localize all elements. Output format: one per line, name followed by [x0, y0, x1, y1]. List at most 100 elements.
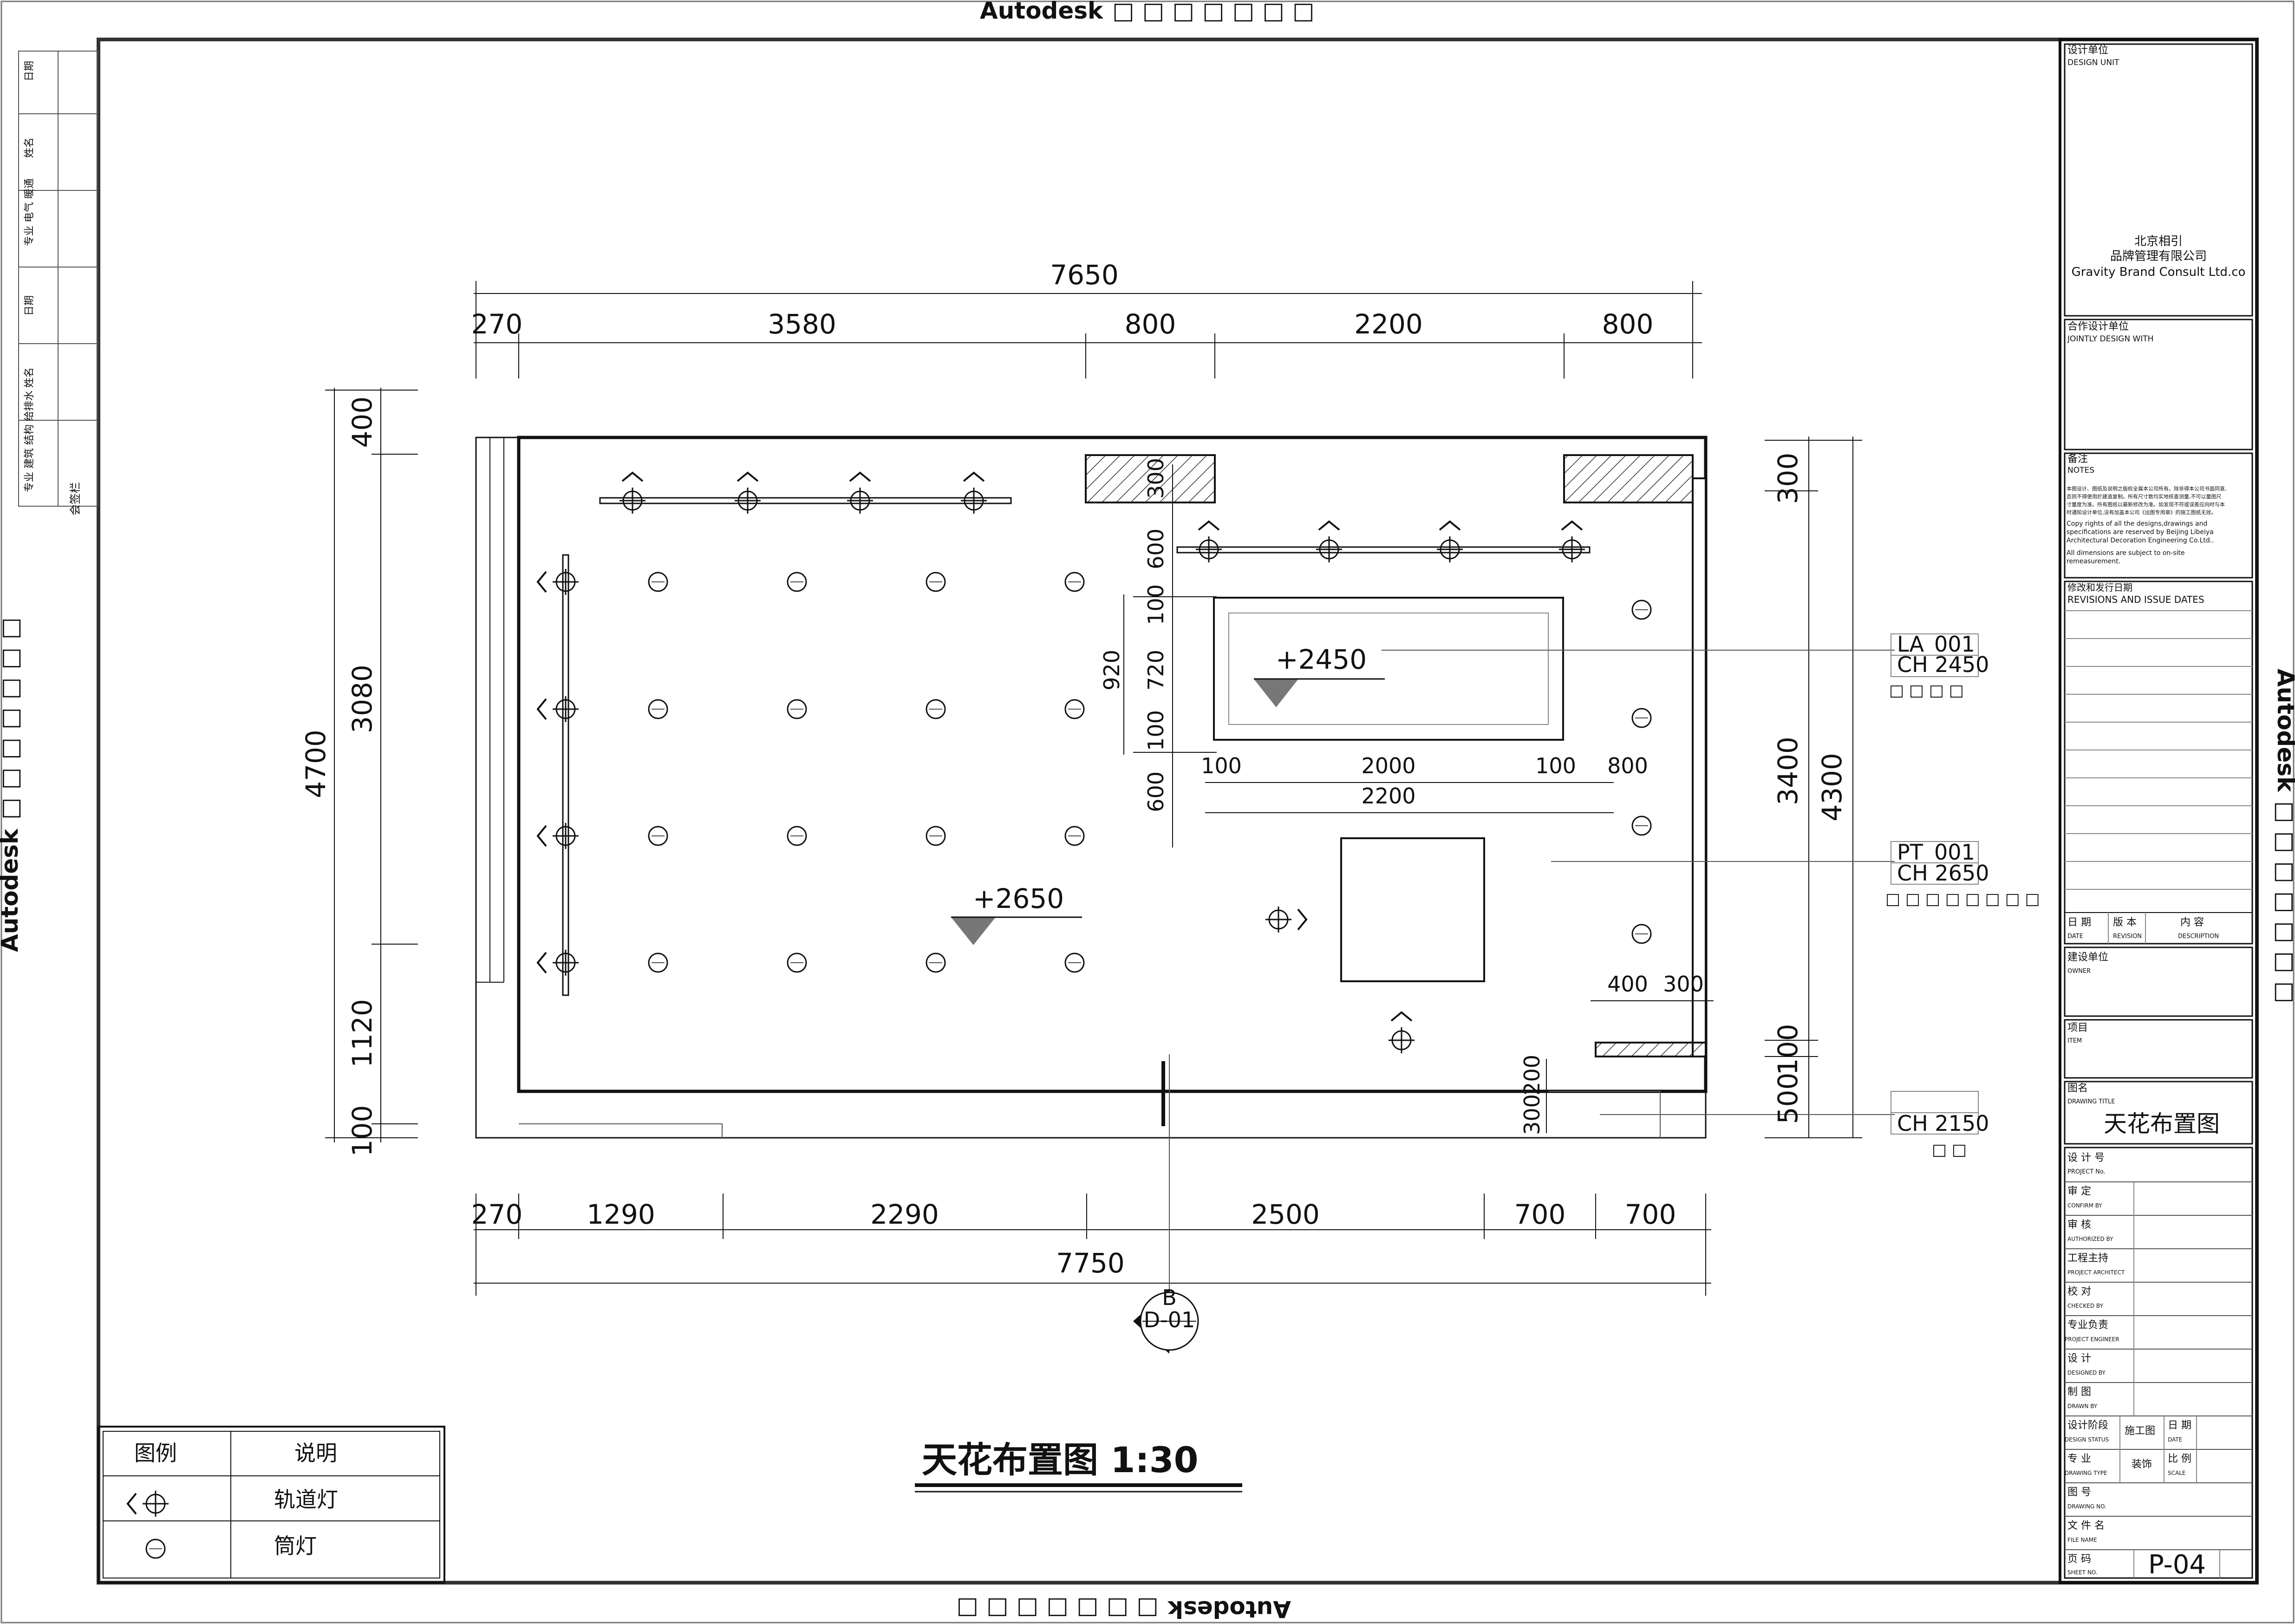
svg-text:Architectural Decoration Engin: Architectural Decoration Engineering Co.… — [2067, 537, 2214, 544]
downlight-icon — [1064, 826, 1085, 846]
svg-text:100: 100 — [346, 1105, 378, 1157]
signoff-cell-3: 专业 电气 暖通 — [24, 178, 35, 246]
svg-text:AUTHORIZED BY: AUTHORIZED BY — [2067, 1236, 2113, 1242]
downlight-icon — [1064, 952, 1085, 973]
svg-text:800: 800 — [1125, 308, 1176, 340]
downlight-icon — [787, 699, 807, 719]
svg-text:内 容: 内 容 — [2180, 917, 2204, 928]
downlight-icon — [1064, 699, 1085, 719]
svg-text:设 计: 设 计 — [2067, 1353, 2091, 1364]
svg-text:7650: 7650 — [1050, 259, 1119, 291]
svg-text:DATE: DATE — [2067, 933, 2083, 940]
svg-text:remeasurement.: remeasurement. — [2067, 558, 2120, 565]
svg-text:设 计 号: 设 计 号 — [2067, 1152, 2105, 1164]
svg-text:2200: 2200 — [1361, 783, 1415, 809]
svg-text:4700: 4700 — [300, 730, 332, 798]
signoff-cell-5: 姓名 — [24, 367, 35, 388]
svg-text:001: 001 — [1934, 632, 1975, 657]
track-light-icon — [1195, 521, 1223, 563]
svg-text:3080: 3080 — [346, 665, 378, 733]
svg-text:REVISION: REVISION — [2113, 933, 2142, 940]
signoff-strip: 日期 姓名 专业 电气 暖通 日期 姓名 专业 建筑 结构 给排水 会签栏 — [18, 51, 98, 515]
svg-text:专 业: 专 业 — [2067, 1453, 2091, 1465]
svg-text:筒灯: 筒灯 — [274, 1533, 317, 1559]
svg-text:制 图: 制 图 — [2067, 1386, 2091, 1398]
svg-text:装饰: 装饰 — [2132, 1459, 2152, 1470]
track-light-icon — [1436, 521, 1464, 563]
svg-text:100: 100 — [1143, 584, 1168, 625]
tag-ch-low: CH 2150 □ □ — [1891, 1091, 1989, 1159]
svg-text:400: 400 — [1607, 972, 1648, 997]
track-light-icon — [537, 949, 580, 977]
svg-text:DRAWING TYPE: DRAWING TYPE — [2065, 1470, 2107, 1476]
svg-text:DESCRIPTION: DESCRIPTION — [2178, 933, 2219, 940]
svg-text:100: 100 — [1143, 710, 1168, 751]
svg-text:800: 800 — [1602, 308, 1654, 340]
signoff-caption: 会签栏 — [69, 482, 82, 515]
svg-text:300: 300 — [1143, 458, 1168, 499]
svg-text:备注: 备注 — [2067, 453, 2088, 465]
svg-text:600: 600 — [1143, 771, 1168, 812]
svg-text:OWNER: OWNER — [2067, 968, 2091, 975]
svg-text:DESIGNED BY: DESIGNED BY — [2067, 1370, 2106, 1376]
svg-text:270: 270 — [471, 308, 523, 340]
svg-text:+2450: +2450 — [1276, 644, 1367, 675]
downlight-icon — [1064, 572, 1085, 592]
signoff-cell-2: 姓名 — [24, 137, 35, 158]
track-light-icon — [846, 472, 874, 515]
svg-text:D-01: D-01 — [1144, 1307, 1195, 1332]
svg-text:200: 200 — [1519, 1055, 1545, 1096]
svg-text:项目: 项目 — [2067, 1022, 2088, 1034]
svg-text:DRAWN BY: DRAWN BY — [2067, 1403, 2098, 1409]
drawing-title: 天花布置图 1:30 — [915, 1439, 1242, 1493]
svg-text:DESIGN UNIT: DESIGN UNIT — [2067, 58, 2119, 67]
downlight-icon — [1631, 924, 1652, 944]
sheet-inner-border — [97, 38, 2259, 1585]
svg-text:2200: 2200 — [1354, 308, 1423, 340]
svg-text:比 例: 比 例 — [2168, 1453, 2191, 1465]
svg-text:否则不得使用於建造复制。所有尺寸数均实地核查测量,不可以量图: 否则不得使用於建造复制。所有尺寸数均实地核查测量,不可以量图尺 — [2067, 493, 2222, 500]
svg-text:DRAWING NO.: DRAWING NO. — [2067, 1503, 2106, 1510]
dim-text-bottom: 270 1290 2290 2500 700 700 7750 — [471, 1199, 1676, 1279]
svg-text:CH 2650: CH 2650 — [1897, 861, 1989, 886]
track-light-icon — [1265, 906, 1307, 933]
svg-text:Gravity Brand Consult Ltd.co: Gravity Brand Consult Ltd.co — [2072, 265, 2246, 279]
svg-text:B: B — [1162, 1285, 1177, 1310]
svg-text:NOTES: NOTES — [2067, 466, 2094, 475]
svg-text:270: 270 — [471, 1199, 523, 1230]
downlight-icon — [1631, 708, 1652, 728]
level-raised: +2450 — [1254, 644, 1385, 707]
svg-text:审 定: 审 定 — [2067, 1186, 2091, 1197]
svg-text:日 期: 日 期 — [2067, 917, 2091, 928]
svg-text:CHECKED BY: CHECKED BY — [2067, 1303, 2103, 1309]
dim-lines — [325, 281, 1895, 1300]
downlight-icon — [145, 1539, 166, 1559]
tag-la: LA 001 CH 2450 □ □ □ □ — [1889, 632, 1989, 700]
dim-text-inner: 300 600 100 720 100 920 600 100 2000 100… — [1099, 458, 1704, 1135]
downlight-icon — [787, 826, 807, 846]
svg-text:图例: 图例 — [134, 1441, 177, 1466]
svg-text:DRAWING TITLE: DRAWING TITLE — [2067, 1098, 2115, 1105]
svg-text:2000: 2000 — [1361, 753, 1415, 778]
svg-text:FILE NAME: FILE NAME — [2067, 1537, 2097, 1543]
svg-text:天花布置图 1:30: 天花布置图 1:30 — [922, 1439, 1199, 1481]
svg-text:4300: 4300 — [1816, 753, 1848, 822]
svg-text:300: 300 — [1519, 1094, 1545, 1135]
svg-text:时通知设计单位,没有加盖本公司《出图专用章》的施工图纸无效。: 时通知设计单位,没有加盖本公司《出图专用章》的施工图纸无效。 — [2067, 509, 2217, 515]
svg-text:LA: LA — [1897, 632, 1924, 657]
signoff-cell-1: 日期 — [24, 61, 35, 81]
raised-ceiling-box — [1213, 597, 1564, 741]
track-light-icon — [619, 472, 646, 515]
svg-text:□ □ □ □ □ □ □ □: □ □ □ □ □ □ □ □ — [1885, 890, 2040, 908]
svg-text:3400: 3400 — [1772, 737, 1804, 805]
svg-text:300: 300 — [1663, 972, 1704, 997]
svg-text:300: 300 — [1772, 453, 1804, 504]
svg-text:100: 100 — [1535, 753, 1576, 778]
svg-text:720: 720 — [1143, 650, 1168, 691]
track-light-icon — [1388, 1011, 1415, 1054]
svg-text:2500: 2500 — [1251, 1199, 1320, 1230]
downlight-icon — [1631, 815, 1652, 836]
svg-text:说明: 说明 — [294, 1441, 337, 1466]
svg-text:北京相引: 北京相引 — [2134, 235, 2183, 248]
